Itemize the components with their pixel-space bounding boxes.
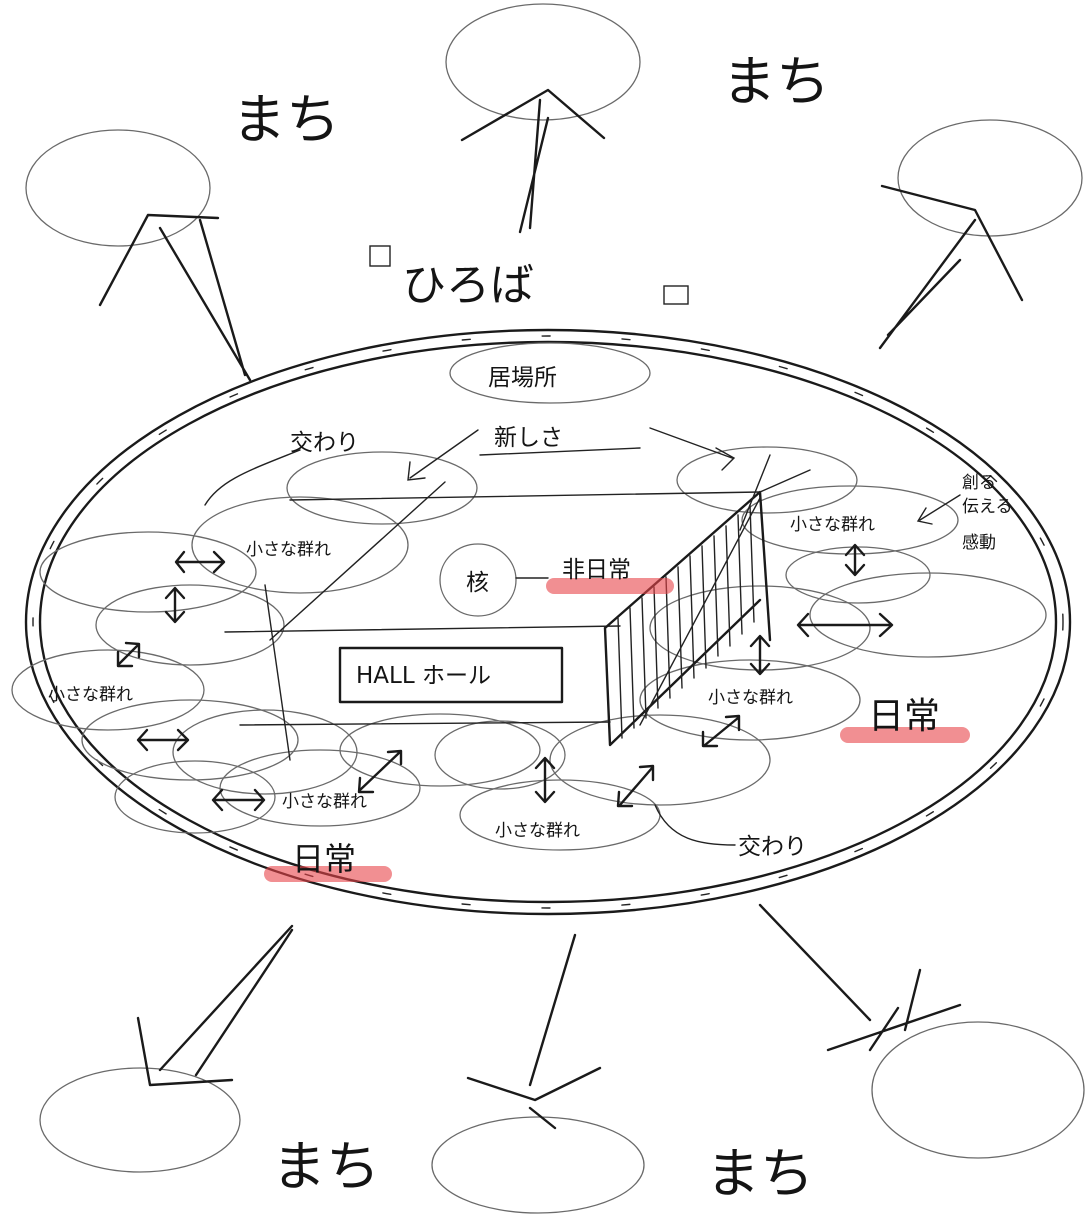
- exchange-pointer-upper: [204, 449, 301, 506]
- arrow-top-left: [98, 213, 252, 382]
- hall-box: [338, 646, 564, 704]
- bubble-lower-left-2: [172, 709, 358, 795]
- bubble-group-nw: [191, 496, 409, 594]
- arrow-bottom-left: [136, 924, 294, 1087]
- hall-block: [224, 454, 811, 761]
- label-small-group-nw: 小さな群れ: [246, 540, 331, 560]
- label-core: 核: [466, 570, 489, 596]
- bubble-left-1: [39, 531, 257, 613]
- bubble-core: [439, 543, 517, 617]
- label-everyday-bottom: 日常: [292, 840, 356, 878]
- hall-top-line: [289, 491, 761, 501]
- boundary-gaps: [32, 335, 1064, 909]
- arrow-new-left: [407, 429, 479, 481]
- bubble-group-sw: [219, 749, 421, 827]
- arrow-d-s: [616, 764, 655, 808]
- label-town-bottom-left: まち: [272, 1135, 380, 1198]
- label-hall: HALL ホール: [356, 663, 491, 689]
- town-bubbles: [25, 3, 1085, 1214]
- label-small-group-w: 小さな群れ: [48, 685, 133, 705]
- bubble-meeting: [449, 342, 651, 404]
- bubble-lower-left-1: [81, 699, 299, 781]
- hiroba-bracket-left: [369, 245, 391, 267]
- town-bubble-top-left: [25, 129, 211, 247]
- arrow-h-lower: [136, 728, 190, 752]
- label-small-group-s: 小さな群れ: [495, 821, 580, 841]
- hall-low-line: [239, 721, 611, 726]
- label-exchange-upper: 交わり: [290, 430, 359, 456]
- arrow-h-right: [796, 612, 894, 638]
- highlight-everyday-bottom: [264, 866, 392, 882]
- label-meeting-place: 居場所: [488, 365, 557, 391]
- bubble-lower-center: [434, 720, 566, 790]
- creation-pointer: [916, 494, 961, 525]
- label-creation-2: 伝える: [962, 497, 1013, 517]
- arrow-v-left: [164, 586, 186, 624]
- bubble-lower-mid: [339, 713, 541, 787]
- label-exchange-lower: 交わり: [738, 834, 807, 860]
- boundary-outer: [24, 328, 1072, 916]
- town-bubble-top-right: [897, 119, 1083, 237]
- arrow-d-left: [116, 641, 141, 668]
- highlights: [264, 578, 970, 882]
- boundary-inner: [38, 340, 1058, 904]
- highlight-extraordinary: [546, 578, 674, 594]
- underline-new: [479, 447, 641, 456]
- hall-diagonal-left: [269, 481, 446, 641]
- town-bubble-bottom-right: [871, 1021, 1085, 1159]
- arrow-h-sw: [211, 788, 266, 812]
- bubble-upper-right: [676, 446, 858, 514]
- label-town-bottom-right: まち: [706, 1142, 814, 1205]
- arrow-v-e: [749, 634, 771, 676]
- group-arrows: [116, 427, 961, 846]
- label-new: 新しさ: [494, 425, 563, 451]
- label-creation-3: 感動: [962, 533, 996, 553]
- hiroba-bracket-right: [663, 285, 689, 305]
- bubble-group-ne: [741, 485, 959, 555]
- label-small-group-ne: 小さな群れ: [790, 515, 875, 535]
- label-everyday-right: 日常: [868, 696, 940, 737]
- label-extraordinary: 非日常: [562, 557, 631, 583]
- label-creation-1: 創る: [962, 473, 996, 493]
- arrow-top: [460, 88, 606, 234]
- town-bubble-bottom-left: [39, 1067, 241, 1173]
- bubble-right-1: [785, 546, 931, 604]
- arrow-bottom: [466, 933, 602, 1130]
- bubble-lower-right: [549, 714, 771, 806]
- highlight-everyday-right: [840, 727, 970, 743]
- arrow-v-ne: [844, 543, 866, 577]
- hiroba-boundary: [24, 328, 1072, 916]
- label-hiroba: ひろば: [402, 260, 534, 311]
- hall-mid-line: [224, 625, 621, 633]
- label-town-top-left: まち: [232, 88, 340, 151]
- bubble-right-2: [809, 572, 1047, 658]
- group-bubbles: [11, 342, 1047, 851]
- label-town-top-right: まち: [722, 50, 830, 113]
- hall-left-post: [264, 584, 291, 761]
- arrow-d-e: [701, 714, 741, 748]
- town-bubble-bottom: [431, 1116, 645, 1214]
- arrow-bottom-right: [758, 903, 962, 1052]
- stage-hatching: [617, 504, 755, 739]
- bubble-upper-left: [286, 451, 478, 525]
- arrow-h-nw: [174, 550, 226, 574]
- arrow-d-sw: [357, 749, 403, 794]
- arrow-v-s: [534, 756, 556, 804]
- bubble-group-w: [11, 649, 205, 731]
- labels: まち まち まち まち ひろば 居場所 新しさ 交わり 交わり 小さな群れ 小さ…: [48, 50, 1013, 1205]
- town-bubble-top: [445, 3, 641, 121]
- label-small-group-e: 小さな群れ: [708, 688, 793, 708]
- arrow-new-right: [649, 427, 736, 471]
- bubble-group-e: [639, 659, 861, 741]
- town-arrows: [98, 88, 1024, 1130]
- stage-cross: [639, 454, 811, 726]
- bubble-lower-left-3: [114, 760, 276, 834]
- exchange-pointer-lower: [654, 804, 736, 846]
- arrow-top-right: [878, 184, 1024, 350]
- label-small-group-sw: 小さな群れ: [282, 792, 367, 812]
- bubble-left-2: [95, 584, 285, 666]
